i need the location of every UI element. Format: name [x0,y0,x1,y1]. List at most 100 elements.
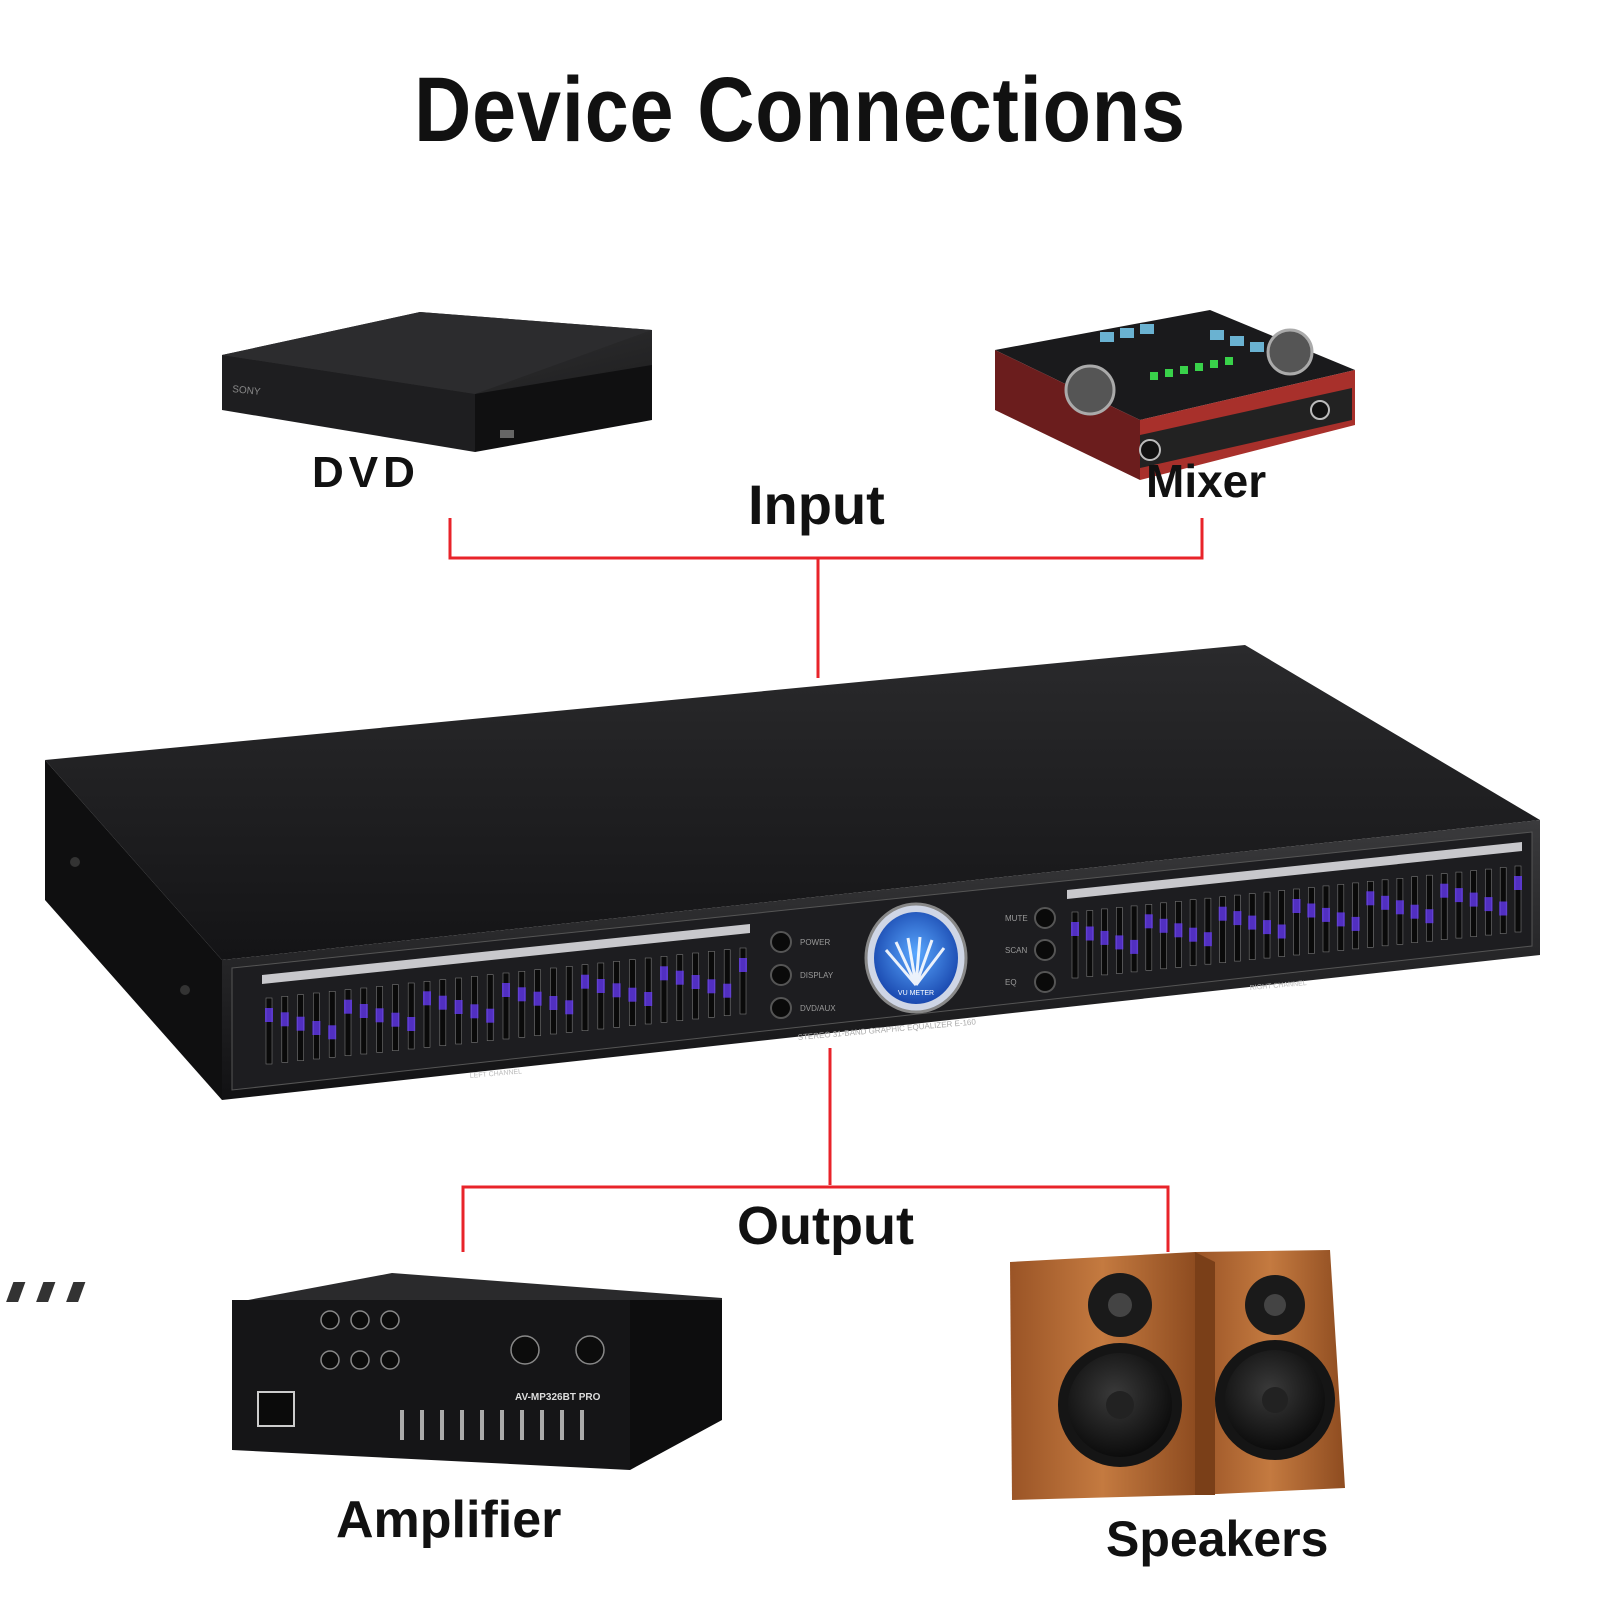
eq-slider-led [423,991,431,1006]
eq-slider-led [1248,915,1257,930]
eq-slider [1071,911,1079,979]
mute-button[interactable] [1034,907,1056,929]
eq-slider-led [375,1008,384,1023]
eq-slider-led [502,983,510,997]
speaker-right [1215,1275,1335,1460]
eq-slider-led [1366,891,1375,906]
eq-slider [328,990,336,1058]
scan-label: SCAN [1005,946,1027,955]
eq-slider [1381,879,1389,947]
eq-slider-led [517,987,526,1002]
eq-slider [676,954,684,1022]
eq-slider-led [1484,897,1493,912]
eq-slider [1308,887,1315,954]
eq-slider-led [691,975,700,989]
eq-buttons-right: MUTE SCAN EQ [1005,907,1056,993]
dvd-brand-text: SONY [232,384,262,398]
eq-slider [265,997,273,1065]
dvd-aux-button[interactable] [770,997,792,1019]
eq-slider-led [1454,888,1463,903]
eq-slider [486,974,494,1042]
eq-slider-led [1440,883,1449,898]
right-channel-label: RIGHT CHANNEL [1250,980,1308,992]
eq-slider-led [707,979,716,994]
eq-slider-led [1425,909,1434,924]
eq-slider-led [470,1004,479,1019]
eq-slider [423,980,431,1048]
power-button[interactable] [770,931,792,953]
mixer-label: Mixer [1146,455,1267,507]
eq-slider-led [1277,924,1286,939]
eq-slider [597,962,605,1030]
eq-slider-led [1100,930,1109,945]
eq-slider [660,955,668,1023]
amplifier-image: AV-MP326BT PRO [6,1273,722,1470]
eq-slider-led [1159,918,1168,933]
speakers-label: Speakers [1106,1511,1329,1567]
page-title: Device Connections [414,59,1186,161]
eq-slider [344,989,352,1057]
eq-slider-led [454,1000,463,1014]
output-connector-lines [461,1048,1170,1252]
eq-slider [407,982,415,1050]
eq-slider [1160,902,1167,970]
eq-slider [1234,894,1241,962]
eq-slider-led [549,996,558,1010]
eq-slider-led [1395,900,1404,915]
eq-slider-led [1203,932,1212,947]
eq-slider [1440,873,1448,941]
eq-slider [281,995,289,1063]
eq-slider [1145,903,1153,971]
eq-slider-led [1336,912,1345,927]
eq-slider [1455,871,1463,939]
eq-slider [360,987,368,1055]
eq-slider-led [596,979,605,993]
eq-slider-led [1071,922,1079,936]
output-label: Output [737,1196,914,1256]
eq-slider-led [1469,892,1478,907]
eq-slider [1219,896,1226,964]
eq-slider-led [1130,939,1139,954]
eq-slider-led [359,1004,368,1018]
eq-slider [439,979,447,1047]
vu-meter-text: VU METER [898,990,934,997]
eq-slider-led [265,1008,273,1022]
eq-slider-led [628,987,637,1002]
eq-slider-led [739,958,747,972]
eq-slider-led [612,983,621,998]
eq-slider [1293,888,1300,956]
eq-slider-led [1322,907,1330,922]
eq-slider-led [1144,914,1153,929]
eq-slider-led [438,995,447,1010]
eq-slider-led [581,974,589,989]
amplifier-model-text: AV-MP326BT PRO [515,1392,601,1403]
eq-slider-led [407,1017,416,1031]
eq-slider-led [565,1000,574,1015]
eq-slider-led [533,991,542,1006]
eq-slider-led [723,983,732,998]
amplifier-label: Amplifier [336,1491,562,1549]
eq-slider-led [1174,923,1183,938]
eq-slider [1352,882,1359,950]
eq-slider-led [1085,926,1094,941]
scan-button[interactable] [1034,939,1056,961]
eq-slider-led [1410,904,1419,919]
display-button[interactable] [770,964,792,986]
eq-button[interactable] [1034,971,1056,993]
input-connector-lines [448,518,1204,678]
eq-slider-led [1115,935,1124,950]
eq-slider-led [1233,911,1242,926]
speakers-image [1010,1250,1345,1500]
eq-slider-led [486,1008,495,1023]
power-label: POWER [800,938,830,947]
equalizer-unit-image: VU METER POWER DISPLAY DVD/AUX MUTE SCAN… [45,645,1540,1100]
eq-slider [723,949,731,1017]
eq-slider-led [1351,916,1360,931]
eq-slider-led [1189,927,1198,942]
dvd-aux-label: DVD/AUX [800,1004,836,1013]
eq-slider-led [1263,920,1271,935]
eq-slider-led [1218,906,1227,921]
eq-slider-led [1514,876,1522,890]
input-label: Input [748,473,885,536]
